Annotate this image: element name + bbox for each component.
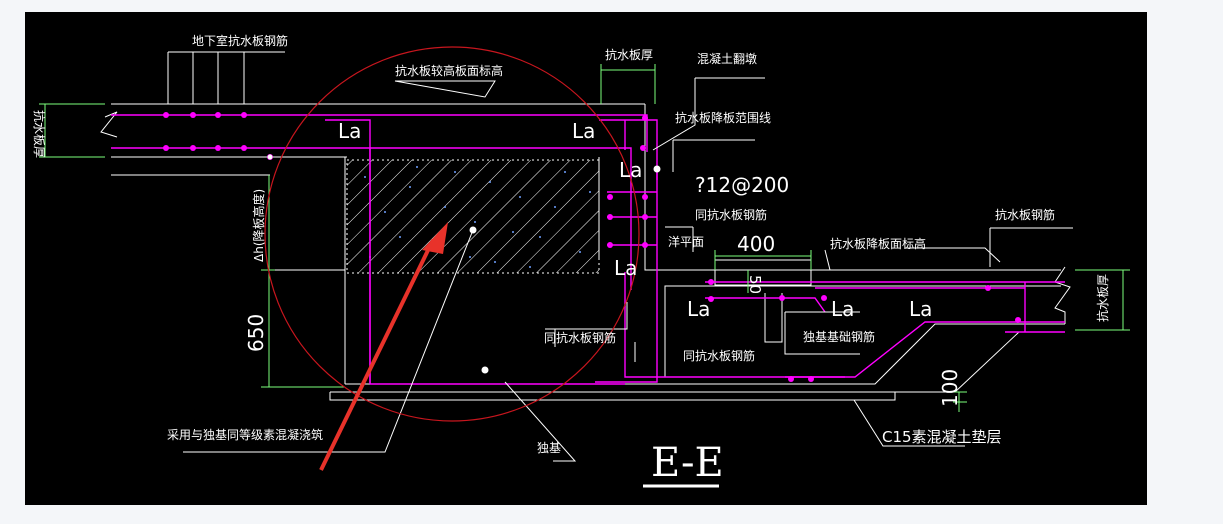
label-rebar-spec: ?12@200 <box>695 173 789 197</box>
label-la-4: La <box>614 256 637 280</box>
rebar-lines <box>111 114 1065 385</box>
label-slab-drop-range: 抗水板降板范围线 <box>675 110 771 125</box>
label-slab-top-elev: 抗水板较高板面标高 <box>395 63 503 78</box>
plain-concrete-fill-block <box>346 159 600 274</box>
label-dim-delta-h: Δh(降板高度) <box>251 189 266 262</box>
label-la-3: La <box>619 158 642 182</box>
label-slab-thickness-top: 抗水板厚 <box>605 47 653 62</box>
label-slab-drop-elev: 抗水板降板面标高 <box>830 236 926 251</box>
label-la-2: La <box>572 119 595 143</box>
label-la-1: La <box>338 119 361 143</box>
label-cushion: C15素混凝土垫层 <box>882 428 1002 446</box>
label-dim-400: 400 <box>737 232 775 256</box>
dimension-lines <box>39 64 1130 412</box>
label-footing-rebar: 独基基础钢筋 <box>803 329 875 344</box>
label-la-5: La <box>687 297 710 321</box>
label-fill-concrete-note: 采用与独基同等级素混凝浇筑 <box>167 427 323 442</box>
label-dim-100: 100 <box>938 369 962 407</box>
section-drawing: 地下室抗水板钢筋 抗水板较高板面标高 抗水板厚 混凝土翻墩 抗水板降板范围线 ?… <box>32 33 1130 488</box>
red-annotation-arrow <box>319 222 448 471</box>
label-slab-thickness-left: 抗水板厚 <box>32 110 47 158</box>
label-slab-thickness-right: 抗水板厚 <box>1095 274 1110 322</box>
label-slab-rebar-right: 抗水板钢筋 <box>995 207 1055 222</box>
rebar-dots <box>163 112 1021 382</box>
label-same-rebar-3: 同抗水板钢筋 <box>683 348 755 363</box>
label-dim-650: 650 <box>244 314 268 352</box>
label-concrete-upturn: 混凝土翻墩 <box>697 51 757 66</box>
label-same-rebar-1: 同抗水板钢筋 <box>695 207 767 222</box>
label-footing: 独基 <box>537 441 561 455</box>
section-title: E-E <box>651 440 724 486</box>
leader-lines <box>167 51 1073 462</box>
label-la-7: La <box>909 297 932 321</box>
label-dim-50: 50 <box>746 275 764 294</box>
label-basement-rebar: 地下室抗水板钢筋 <box>192 33 288 48</box>
red-highlight-circle <box>264 46 640 422</box>
label-la-6: La <box>831 297 854 321</box>
label-same-rebar-2: 同抗水板钢筋 <box>544 330 616 345</box>
label-level-face: 洋平面 <box>668 234 704 249</box>
cad-drawing-canvas[interactable]: 地下室抗水板钢筋 抗水板较高板面标高 抗水板厚 混凝土翻墩 抗水板降板范围线 ?… <box>25 12 1147 505</box>
